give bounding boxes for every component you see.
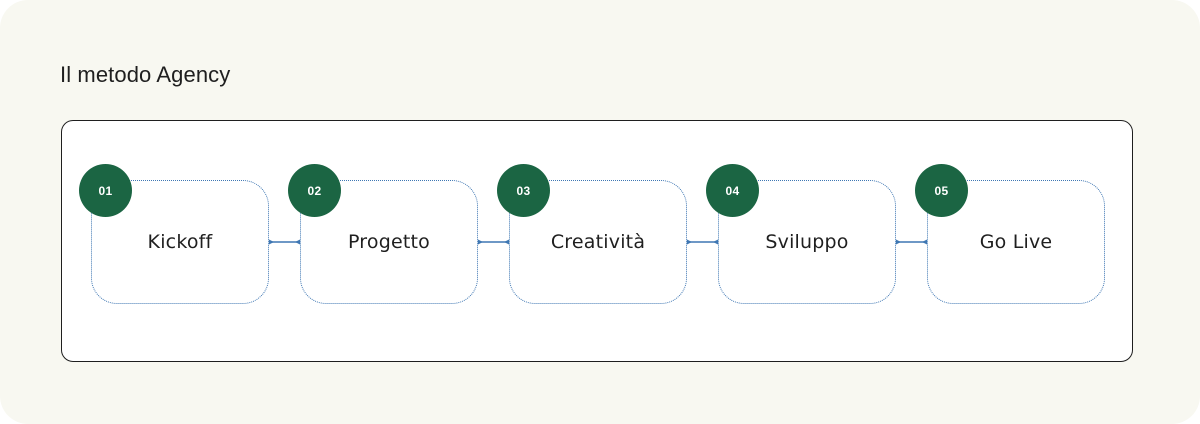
step-number-badge: 01	[79, 164, 132, 217]
step-label: Sviluppo	[765, 231, 849, 253]
step-kickoff: 01 Kickoff	[79, 164, 269, 304]
step-label: Creatività	[550, 231, 646, 253]
process-panel: 01 Kickoff 02 Progetto 03 Creatività 04 …	[61, 120, 1133, 362]
connector-4-5	[895, 239, 928, 245]
connector-3-4	[686, 239, 719, 245]
step-number-badge: 03	[497, 164, 550, 217]
page-title: Il metodo Agency	[60, 62, 231, 87]
connector-2-3	[477, 239, 510, 245]
connector-1-2	[268, 239, 301, 245]
step-sviluppo: 04 Sviluppo	[706, 164, 896, 304]
step-label: Progetto	[347, 231, 431, 253]
step-progetto: 02 Progetto	[288, 164, 478, 304]
step-number-badge: 04	[706, 164, 759, 217]
step-creativita: 03 Creatività	[497, 164, 687, 304]
step-number-badge: 02	[288, 164, 341, 217]
step-go-live: 05 Go Live	[915, 164, 1105, 304]
step-label: Go Live	[979, 231, 1053, 253]
step-number-badge: 05	[915, 164, 968, 217]
step-label: Kickoff	[147, 231, 213, 253]
